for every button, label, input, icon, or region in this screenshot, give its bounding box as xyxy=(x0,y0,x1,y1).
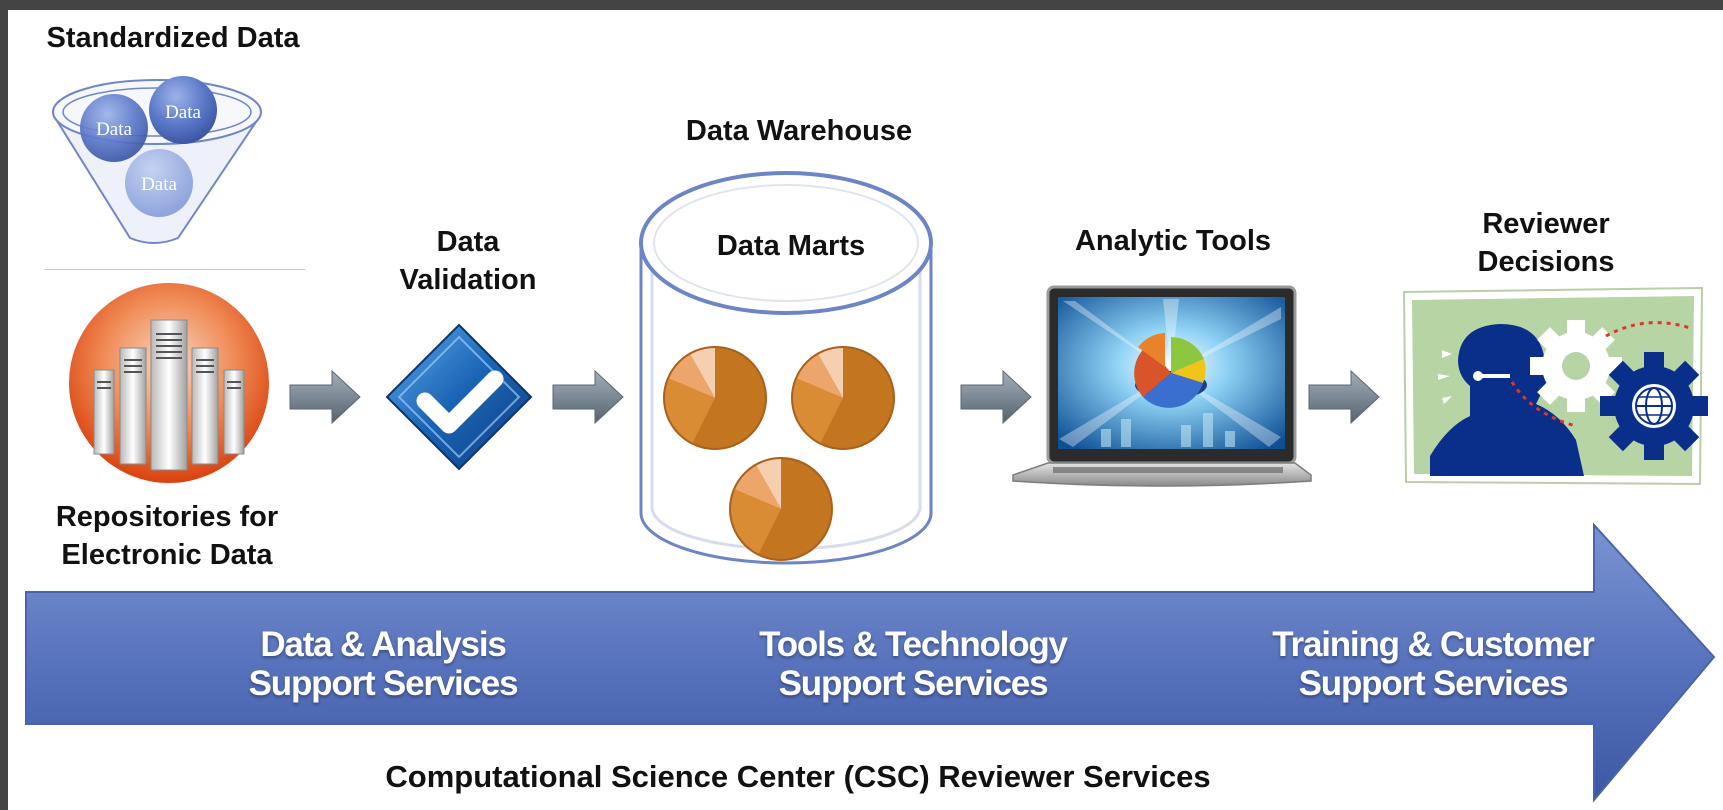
laptop-icon xyxy=(1012,285,1312,487)
data-funnel-icon: Data Data Data xyxy=(52,76,262,244)
analytic-tools-title: Analytic Tools xyxy=(1074,225,1272,257)
pie-chart-icon-1 xyxy=(663,346,767,450)
services-band-arrow xyxy=(25,522,1716,803)
data-ball-1 xyxy=(80,94,148,162)
server-repository-icon xyxy=(69,283,269,483)
reviewer-gears-icon xyxy=(1402,286,1708,486)
diagram-title: Computational Science Center (CSC) Revie… xyxy=(385,759,1211,794)
pie-chart-icon-2 xyxy=(791,346,895,450)
band-label-training-customer: Training & Customer Support Services xyxy=(1272,625,1595,703)
data-ball-3 xyxy=(125,149,193,217)
svg-text:Data: Data xyxy=(141,174,177,195)
svg-text:Data: Data xyxy=(165,102,201,123)
repositories-title: Repositories for Electronic Data xyxy=(55,501,279,571)
flow-arrow-2 xyxy=(552,369,624,425)
divider-line xyxy=(44,269,306,270)
standardized-data-title: Standardized Data xyxy=(46,22,300,54)
band-label-tools-technology: Tools & Technology Support Services xyxy=(759,625,1068,703)
svg-text:Data: Data xyxy=(96,119,132,140)
data-warehouse-title: Data Warehouse xyxy=(685,115,913,147)
flow-arrow-4 xyxy=(1308,369,1380,425)
pie-chart-icon-3 xyxy=(729,457,833,561)
checkmark-diamond-icon xyxy=(385,323,533,471)
data-ball-2 xyxy=(149,76,217,144)
flow-arrow-3 xyxy=(960,369,1032,425)
flow-arrow-1 xyxy=(289,369,361,425)
data-marts-label: Data Marts xyxy=(716,230,866,262)
reviewer-decisions-title: Reviewer Decisions xyxy=(1477,208,1615,278)
data-validation-title: Data Validation xyxy=(399,226,537,296)
diagram-canvas: Standardized Data Data Data Data xyxy=(8,10,1723,810)
warehouse-cylinder xyxy=(639,171,933,565)
band-label-data-analysis: Data & Analysis Support Services xyxy=(248,625,519,703)
